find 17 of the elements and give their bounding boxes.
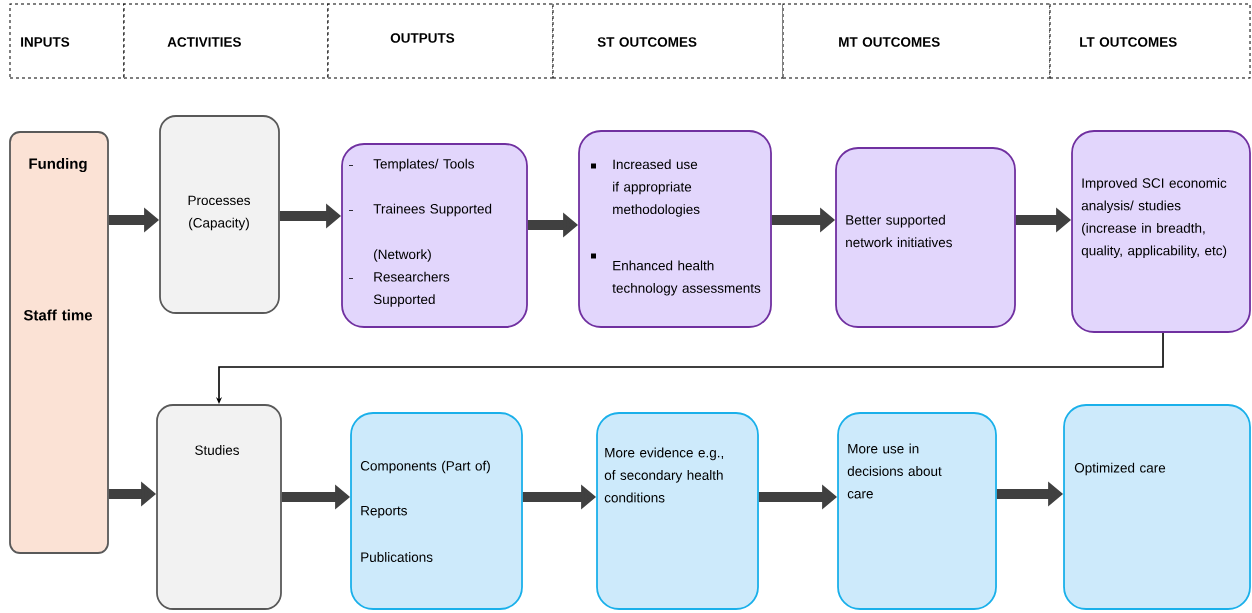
header-cell: INPUTS (9, 3, 125, 79)
outcome-box: More evidence e.g., of secondary health conditions (596, 412, 759, 610)
outcome-box: Templates/ Tools Trainees Supported (Network) Researchers Supported (341, 143, 528, 328)
header-cell: OUTPUTS (327, 3, 554, 79)
input-box: Funding Staff time (9, 131, 109, 554)
outcome-box: Improved SCI economic analysis/ studies (increase in breadth, quality, applicability, etc) (1071, 130, 1251, 333)
outcome-box: Components (Part of) Reports Publications (350, 412, 523, 610)
activity-box: Processes (Capacity) (159, 115, 280, 314)
activity-box: Studies (156, 404, 282, 610)
header-cell: ACTIVITIES (123, 3, 329, 79)
header-cell: MT OUTCOMES (782, 3, 1051, 79)
outcome-box: Optimized care (1063, 404, 1251, 610)
header-cell: LT OUTCOMES (1049, 3, 1251, 79)
outcome-box: Increased use if appropriate methodologies Enhanced health technology assessments (578, 130, 772, 328)
outcome-box: Better supported network initiatives (835, 147, 1016, 328)
header-cell: ST OUTCOMES (552, 3, 784, 79)
outcome-box: More use in decisions about care (837, 412, 997, 610)
